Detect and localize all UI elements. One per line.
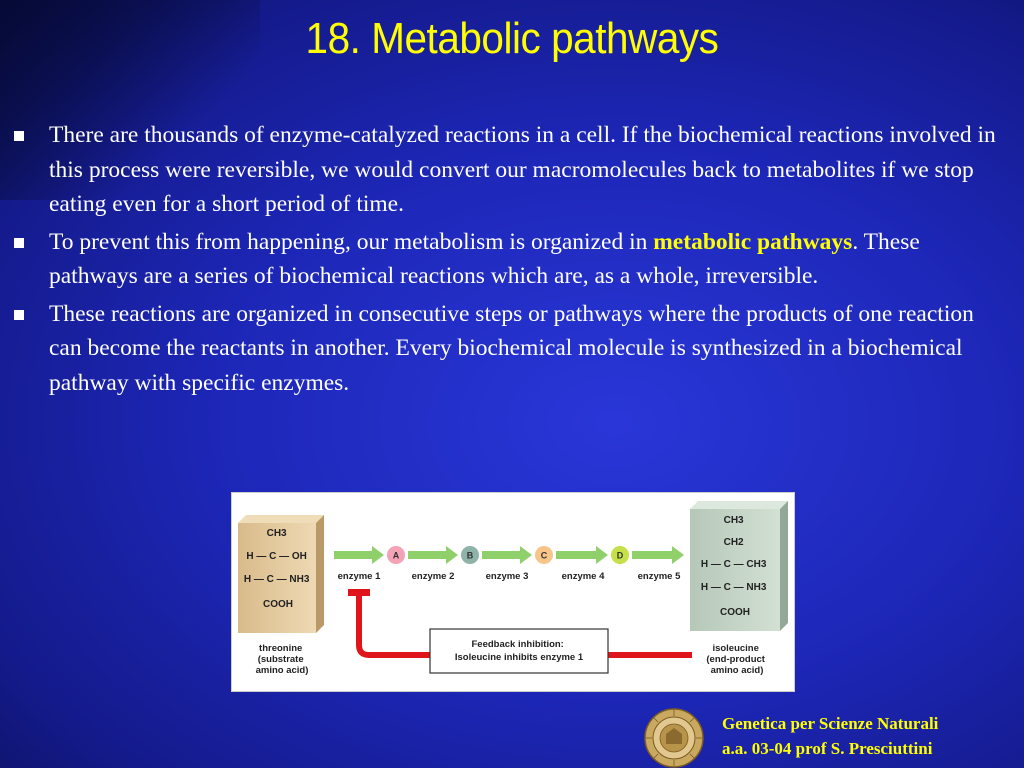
bullet-square-icon <box>14 309 24 320</box>
intermediate-a-circle <box>387 546 405 564</box>
threonine-struct-line: H — C — OH <box>246 551 307 562</box>
pathway-arrow <box>408 546 458 564</box>
svg-text:isoleucine (end-product: isoleucine (end-product amino acid) <box>706 643 767 676</box>
isoleucine-struct-line: H — C — CH3 <box>701 559 767 570</box>
isoleucine-struct-line: COOH <box>720 607 750 618</box>
feedback-text: Feedback inhibition: <box>471 639 563 650</box>
intermediate-d-circle <box>611 546 629 564</box>
threonine-label: threonine <box>259 643 302 654</box>
threonine-struct-line: CH3 <box>267 528 287 539</box>
intermediate-label: D <box>617 551 624 561</box>
enzyme-label: enzyme 2 <box>412 571 455 582</box>
isoleucine-struct-line: H — C — NH3 <box>701 582 767 593</box>
bullet-square-icon <box>14 237 24 248</box>
pathway-diagram: CH3 H — C — OH H — C — NH3 COOH threonin… <box>231 492 795 692</box>
bullet-item: These reactions are organized in consecu… <box>14 297 999 401</box>
threonine-label: amino acid) <box>256 665 309 676</box>
intermediate-label: C <box>541 551 548 561</box>
pathway-arrow <box>556 546 608 564</box>
bullet-item: There are thousands of enzyme-catalyzed … <box>14 118 999 222</box>
pathway-arrow <box>632 546 684 564</box>
intermediate-c-circle <box>535 546 553 564</box>
feedback-inhibition-line <box>348 589 692 658</box>
bullet-highlight: metabolic pathways <box>653 228 853 255</box>
isoleucine-box <box>690 501 788 631</box>
feedback-text: Isoleucine inhibits enzyme 1 <box>455 652 584 663</box>
footer: Genetica per Scienze Naturali a.a. 03-04… <box>722 711 938 761</box>
threonine-struct-line: H — C — NH3 <box>244 574 310 585</box>
svg-text:CH3 CH2 H — C — CH: CH3 CH2 H — C — CH3 H — C — NH3 COOH <box>701 515 769 618</box>
pathway-svg: CH3 H — C — OH H — C — NH3 COOH threonin… <box>238 501 788 676</box>
bullet-list: There are thousands of enzyme-catalyzed … <box>14 118 999 403</box>
intermediate-label: B <box>467 551 474 561</box>
enzyme-label: enzyme 3 <box>486 571 529 582</box>
isoleucine-struct-line: CH3 <box>724 515 744 526</box>
threonine-struct-line: COOH <box>263 599 293 610</box>
intermediate-b-circle <box>461 546 479 564</box>
bullet-text-after: . These pathways are a series of biochem… <box>49 228 920 290</box>
bullet-text: These reactions are organized in consecu… <box>49 300 974 396</box>
feedback-box <box>429 628 609 674</box>
threonine-box <box>238 515 324 633</box>
slide-title: 18. Metabolic pathways <box>305 14 719 63</box>
bullet-item: To prevent this from happening, our meta… <box>14 225 999 294</box>
threonine-label: (substrate <box>258 654 304 665</box>
pathway-arrow <box>482 546 532 564</box>
corner-shade <box>0 0 260 200</box>
svg-text:CH3 H — C — OH H —: CH3 H — C — OH H — C — NH3 COOH <box>244 528 312 610</box>
enzyme-label: enzyme 4 <box>562 571 605 582</box>
footer-year-professor: a.a. 03-04 prof S. Presciuttini <box>722 739 933 758</box>
enzyme-label: enzyme 1 <box>338 571 381 582</box>
isoleucine-label: isoleucine <box>712 643 758 654</box>
isoleucine-struct-line: CH2 <box>724 537 744 548</box>
svg-text:threonine (substrate: threonine (substrate amino acid) <box>256 643 309 676</box>
intermediate-label: A <box>393 551 400 561</box>
bullet-square-icon <box>14 131 24 141</box>
bullet-text-before: To prevent this from happening, our meta… <box>49 228 654 255</box>
isoleucine-label: (end-product <box>706 654 765 665</box>
enzyme-label: enzyme 5 <box>638 571 681 582</box>
university-seal-icon <box>644 708 704 768</box>
bullet-text: There are thousands of enzyme-catalyzed … <box>49 122 996 217</box>
isoleucine-label: amino acid) <box>711 665 764 676</box>
pathway-arrow <box>334 546 384 564</box>
svg-text:Feedback inhibition: Iso: Feedback inhibition: Isoleucine inhibits… <box>455 639 584 663</box>
footer-course: Genetica per Scienze Naturali <box>722 714 939 733</box>
pathway-arrows <box>334 546 684 564</box>
